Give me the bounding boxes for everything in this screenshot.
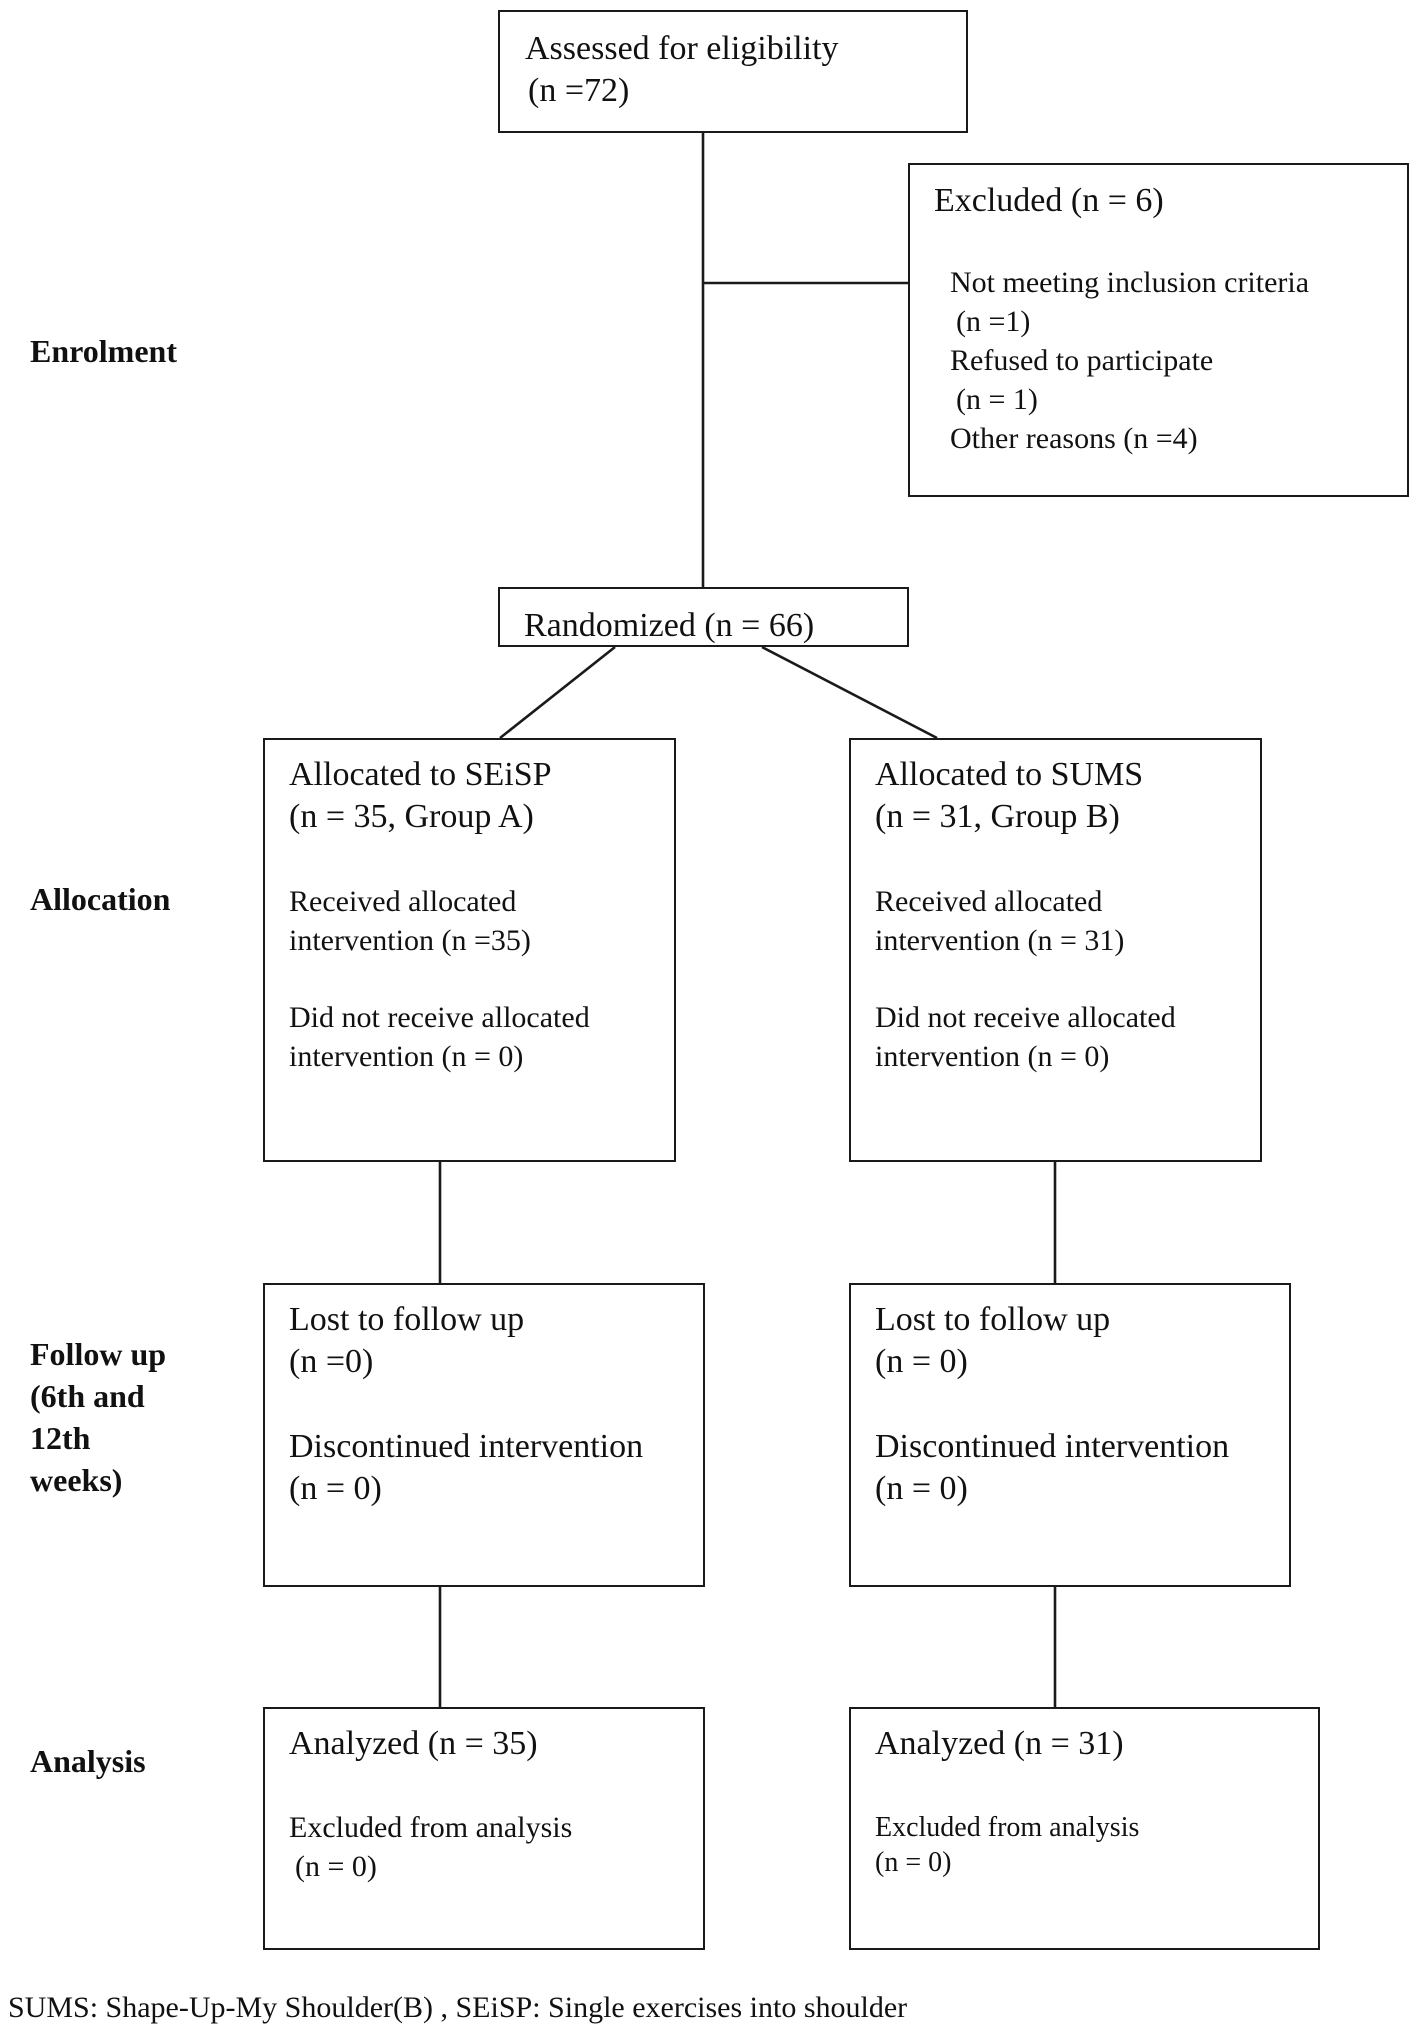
group-b-excluded-from-analysis: Excluded from analysis	[875, 1812, 1140, 1843]
group-b-not-received-line-1: Did not receive allocated	[875, 1001, 1176, 1034]
group-b-analysis-box: Analyzed (n = 31) Excluded from analysis…	[849, 1707, 1320, 1950]
group-a-analysis-box: Analyzed (n = 35) Excluded from analysis…	[263, 1707, 705, 1950]
group-b-discontinued: Discontinued intervention	[875, 1428, 1230, 1465]
group-a-received-line-1: Received allocated	[289, 885, 517, 918]
stage-label-allocation: Allocation	[30, 881, 171, 917]
stage-label-follow-up-line: 12th	[30, 1420, 91, 1456]
group-b-not-received-line-2: intervention (n = 0)	[875, 1040, 1110, 1073]
group-a-analyzed: Analyzed (n = 35)	[289, 1725, 538, 1762]
group-a-not-received-line-2: intervention (n = 0)	[289, 1040, 524, 1073]
group-a-lost-to-follow-up: Lost to follow up	[289, 1301, 525, 1338]
group-b-received-line-1: Received allocated	[875, 885, 1103, 918]
stage-label-enrolment: Enrolment	[30, 333, 177, 369]
group-a-allocation-title: Allocated to SEiSP	[289, 756, 552, 793]
group-b-discontinued-count: (n = 0)	[875, 1470, 968, 1507]
excluded-reason: Refused to participate	[950, 344, 1214, 377]
group-b-received-line-2: intervention (n = 31)	[875, 924, 1125, 957]
group-a-allocation-sub: (n = 35, Group A)	[289, 798, 534, 835]
stage-label-follow-up: Follow up (6th and 12th weeks)	[30, 1333, 166, 1501]
excluded-title: Excluded (n = 6)	[934, 182, 1164, 219]
group-a-follow-up-box: Lost to follow up (n =0) Discontinued in…	[263, 1283, 705, 1587]
stage-label-analysis: Analysis	[30, 1743, 146, 1779]
group-b-follow-up-box: Lost to follow up (n = 0) Discontinued i…	[849, 1283, 1291, 1587]
assessed-count: (n =72)	[528, 72, 630, 109]
group-b-allocation-sub: (n = 31, Group B)	[875, 798, 1120, 835]
group-b-excluded-count: (n = 0)	[875, 1847, 952, 1878]
stage-label-follow-up-line: weeks)	[30, 1462, 123, 1498]
group-a-not-received-line-1: Did not receive allocated	[289, 1001, 590, 1034]
group-a-received-line-2: intervention (n =35)	[289, 924, 531, 957]
group-a-discontinued: Discontinued intervention	[289, 1428, 644, 1465]
group-a-lost-count: (n =0)	[289, 1343, 374, 1380]
group-a-excluded-from-analysis: Excluded from analysis	[289, 1811, 573, 1844]
excluded-reason: Other reasons (n =4)	[950, 422, 1198, 455]
group-b-allocation-title: Allocated to SUMS	[875, 756, 1144, 793]
assessed-box: Assessed for eligibility (n =72)	[498, 10, 968, 133]
group-b-lost-to-follow-up: Lost to follow up	[875, 1301, 1111, 1338]
group-b-lost-count: (n = 0)	[875, 1343, 968, 1380]
stage-label-follow-up-line: Follow up	[30, 1336, 167, 1372]
group-a-allocation-box: Allocated to SEiSP (n = 35, Group A) Rec…	[263, 738, 676, 1162]
excluded-box: Excluded (n = 6) Not meeting inclusion c…	[908, 163, 1409, 497]
randomized-label: Randomized (n = 66)	[524, 607, 815, 644]
stage-label-follow-up-line: (6th and	[30, 1378, 145, 1414]
excluded-reason-count: (n = 1)	[956, 383, 1038, 416]
connector-randomized-to-group-b	[761, 645, 938, 740]
connector-randomized-to-group-a	[499, 645, 616, 740]
excluded-reason-count: (n =1)	[956, 305, 1031, 338]
footnote: SUMS: Shape-Up-My Shoulder(B) , SEiSP: S…	[8, 1991, 908, 2024]
group-a-discontinued-count: (n = 0)	[289, 1470, 382, 1507]
excluded-reason: Not meeting inclusion criteria	[950, 266, 1310, 299]
assessed-title: Assessed for eligibility	[525, 30, 839, 67]
group-b-analyzed: Analyzed (n = 31)	[875, 1725, 1124, 1762]
group-b-allocation-box: Allocated to SUMS (n = 31, Group B) Rece…	[849, 738, 1262, 1162]
randomized-box: Randomized (n = 66)	[498, 587, 909, 647]
group-a-excluded-count: (n = 0)	[295, 1850, 377, 1883]
